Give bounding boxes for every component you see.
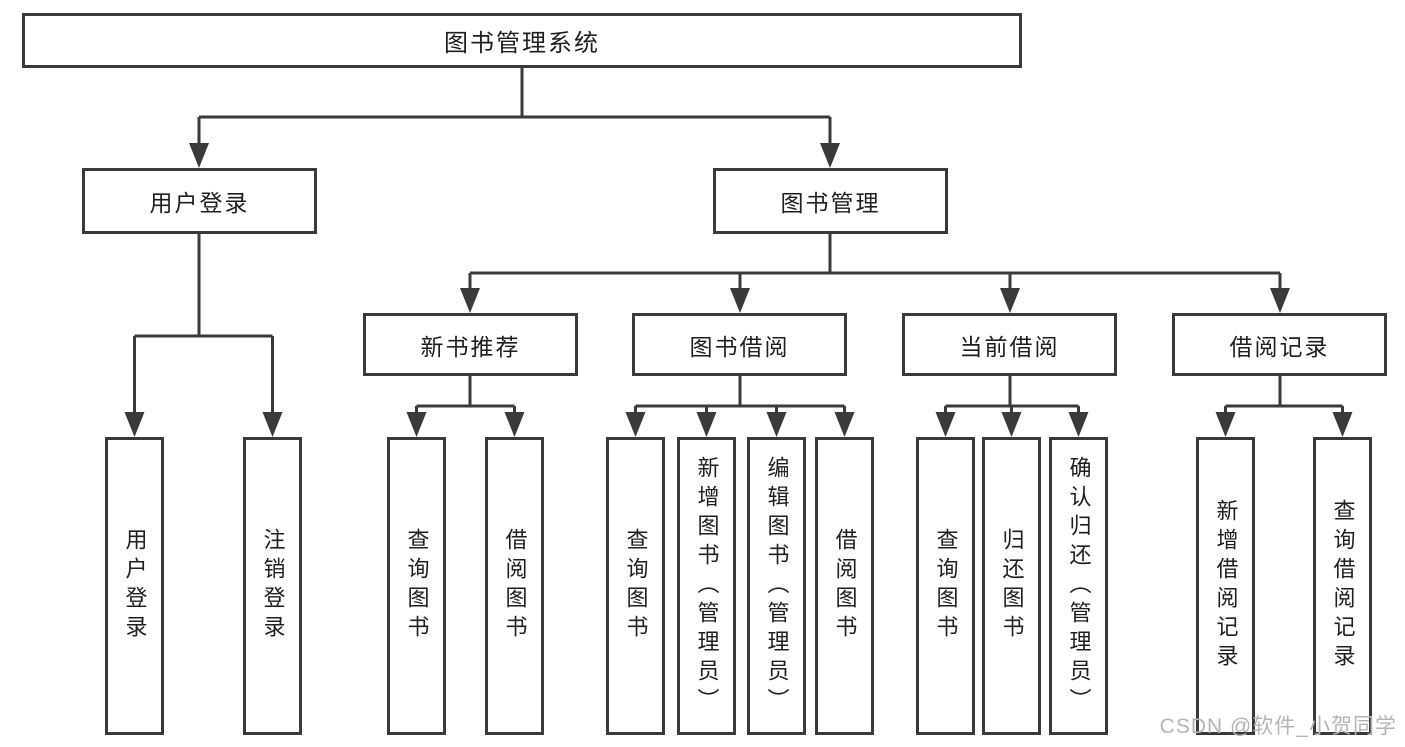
leaf-label: 新增借阅记录	[1213, 499, 1239, 673]
leaf-label: 借阅图书	[502, 528, 528, 644]
node-label: 当前借阅	[959, 333, 1060, 360]
leaf-return-books: 归还图书	[982, 437, 1041, 735]
leaf-label: 新增图书（管理员）	[694, 455, 720, 717]
leaf-label: 归还图书	[999, 528, 1025, 644]
leaf-add-borrow-record: 新增借阅记录	[1196, 437, 1255, 735]
node-current-borrow: 当前借阅	[902, 313, 1117, 376]
leaf-query-books-current: 查询图书	[916, 437, 975, 735]
node-label: 新书推荐	[420, 333, 521, 360]
leaf-label: 用户登录	[122, 528, 148, 644]
node-label: 图书管理系统	[444, 30, 600, 57]
node-book-management-branch: 图书管理	[713, 168, 948, 234]
leaf-label: 注销登录	[260, 528, 286, 644]
leaf-label: 编辑图书（管理员）	[764, 455, 790, 717]
node-label: 图书借阅	[689, 333, 790, 360]
leaf-add-books-admin: 新增图书（管理员）	[677, 437, 736, 735]
leaf-borrow-books: 借阅图书	[815, 437, 874, 735]
leaf-edit-books-admin: 编辑图书（管理员）	[747, 437, 806, 735]
leaf-label: 确认归还（管理员）	[1066, 455, 1092, 717]
node-root-system: 图书管理系统	[22, 13, 1022, 68]
leaf-label: 查询图书	[933, 528, 959, 644]
node-book-borrow: 图书借阅	[632, 313, 847, 376]
node-label: 图书管理	[780, 190, 881, 216]
node-new-book-recommend: 新书推荐	[363, 313, 578, 376]
leaf-query-books-recommend: 查询图书	[387, 437, 446, 735]
csdn-watermark: CSDN @软件_小贺同学	[1159, 715, 1397, 738]
leaf-query-books-borrow: 查询图书	[606, 437, 665, 735]
leaf-confirm-return-admin: 确认归还（管理员）	[1049, 437, 1108, 735]
arrowheads	[124, 143, 1353, 437]
node-label: 用户登录	[149, 190, 250, 216]
leaf-borrow-books-recommend: 借阅图书	[485, 437, 544, 735]
node-user-login-branch: 用户登录	[82, 168, 317, 234]
leaf-label: 查询图书	[404, 528, 430, 644]
leaf-user-login: 用户登录	[105, 437, 164, 735]
leaf-label: 查询借阅记录	[1330, 499, 1356, 673]
node-label: 借阅记录	[1229, 333, 1330, 360]
leaf-query-borrow-record: 查询借阅记录	[1313, 437, 1372, 735]
leaf-logout: 注销登录	[243, 437, 302, 735]
leaf-label: 查询图书	[623, 528, 649, 644]
leaf-label: 借阅图书	[832, 528, 858, 644]
node-borrow-records: 借阅记录	[1172, 313, 1387, 376]
